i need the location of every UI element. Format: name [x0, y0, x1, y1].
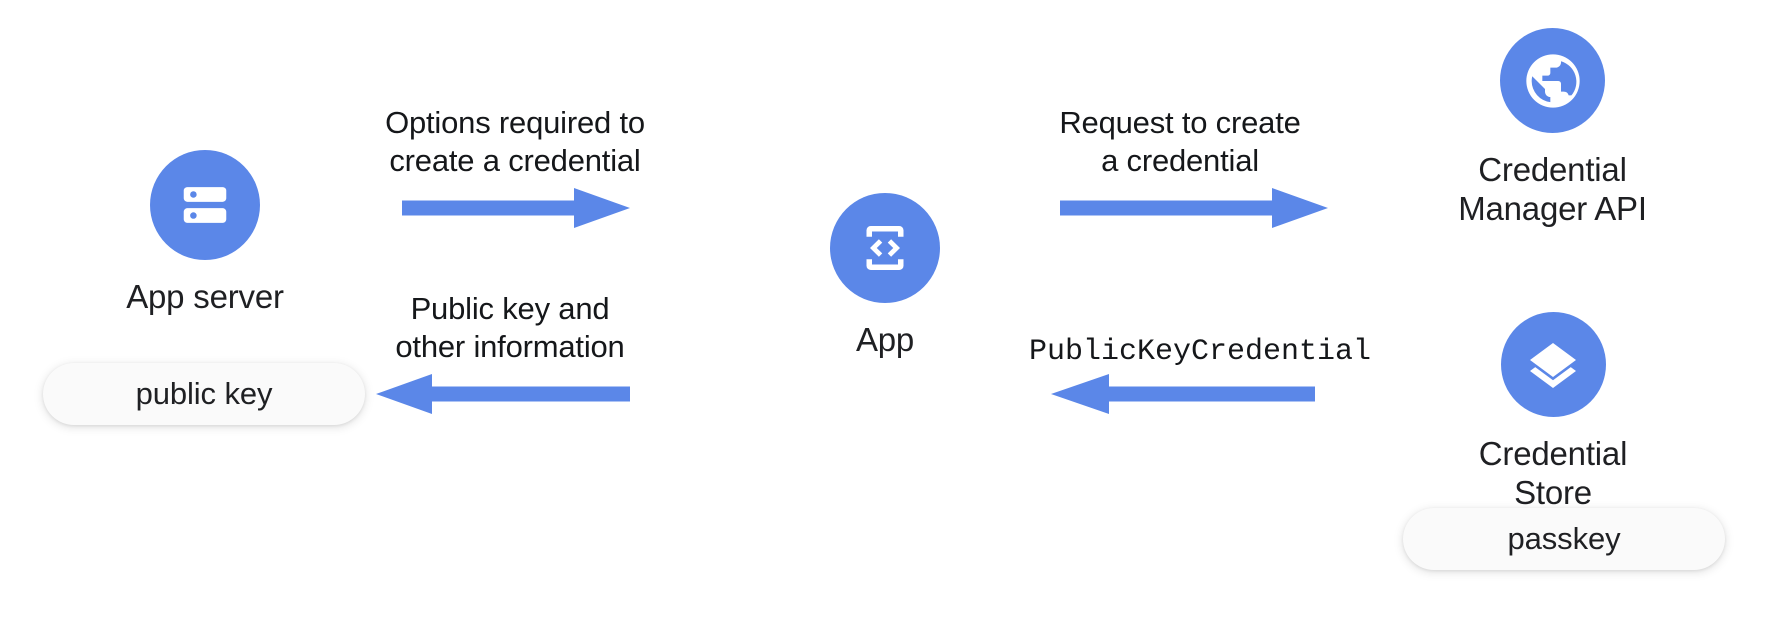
arrow-label-public-key-and-other-information: Public key and other information: [395, 291, 625, 364]
node-app: App: [800, 193, 970, 360]
chip-passkey-label: passkey: [1507, 521, 1621, 556]
arrow-options-required: [402, 186, 630, 230]
node-credential-manager-api-label: Credential Manager API: [1458, 151, 1647, 227]
node-credential-store-label: Credential Store: [1478, 435, 1628, 511]
arrow-label-public-key-credential: PublicKeyCredential: [1028, 335, 1372, 369]
chip-passkey: passkey: [1403, 508, 1725, 570]
arrow-label-request-to-create: Request to create a credential: [1059, 105, 1301, 178]
server-icon: [150, 150, 260, 260]
arrow-request-to-create: [1060, 186, 1328, 230]
node-app-server-label: App server: [126, 278, 284, 315]
phone-code-icon: [830, 193, 940, 303]
globe-icon: [1500, 28, 1605, 133]
node-credential-store: Credential Store: [1438, 312, 1668, 513]
layers-icon: [1500, 312, 1606, 417]
arrow-public-key-credential: [1045, 372, 1315, 416]
chip-public-key: public key: [43, 363, 365, 425]
node-app-server: App server: [85, 150, 325, 317]
node-credential-manager-api: Credential Manager API: [1430, 28, 1675, 229]
chip-public-key-label: public key: [135, 376, 273, 411]
arrow-public-key-and-other-information: [374, 372, 630, 416]
node-app-label: App: [855, 321, 915, 358]
arrow-label-options-required: Options required to create a credential: [385, 105, 645, 178]
